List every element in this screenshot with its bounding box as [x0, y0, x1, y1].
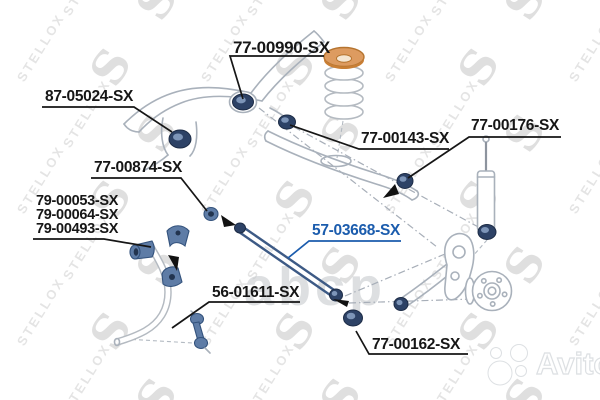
- avito-wordmark: Avito: [535, 345, 600, 381]
- part-label-77-00162: 77-00162-SX: [372, 336, 461, 353]
- subframe-bushing-77-00990: [228, 90, 258, 114]
- part-label-79-00493: 79-00493-SX: [36, 221, 119, 237]
- bushing-77-00874: [203, 206, 219, 222]
- part-label-77-00143: 77-00143-SX: [361, 130, 450, 147]
- stabilizer-clamp-on-bar: [161, 266, 183, 287]
- part-label-87-05024: 87-05024-SX: [45, 88, 134, 105]
- part-label-57-03668-highlighted: 57-03668-SX: [312, 222, 401, 239]
- leader-lines: [33, 55, 561, 355]
- part-label-77-00990: 77-00990-SX: [233, 38, 330, 57]
- wheel-hub: [464, 270, 513, 312]
- part-label-77-00176: 77-00176-SX: [471, 117, 560, 134]
- part-label-79-00064: 79-00064-SX: [36, 207, 119, 223]
- part-label-77-00874: 77-00874-SX: [94, 159, 183, 176]
- subframe-bushing-87-05024: [168, 129, 192, 149]
- spring-top-mount: [323, 46, 365, 69]
- stabilizer-bar: [113, 245, 183, 347]
- avito-logo-icon: [487, 344, 528, 386]
- avito-watermark: Avito: [486, 340, 600, 388]
- coil-spring: [323, 46, 365, 159]
- subframe: [123, 30, 325, 172]
- stabilizer-bushing-set: [129, 225, 190, 260]
- part-label-79-00053: 79-00053-SX: [36, 193, 119, 209]
- abcp-watermark: abcp: [244, 257, 387, 317]
- stabilizer-link: [189, 310, 211, 354]
- part-label-56-01611: 56-01611-SX: [212, 284, 300, 301]
- knuckle-top-bushing: [477, 224, 497, 240]
- direction-arrows: [168, 184, 399, 307]
- shock-absorber: [476, 135, 496, 238]
- control-rod: [234, 222, 343, 302]
- rod-bushing-77-00162: [343, 309, 363, 327]
